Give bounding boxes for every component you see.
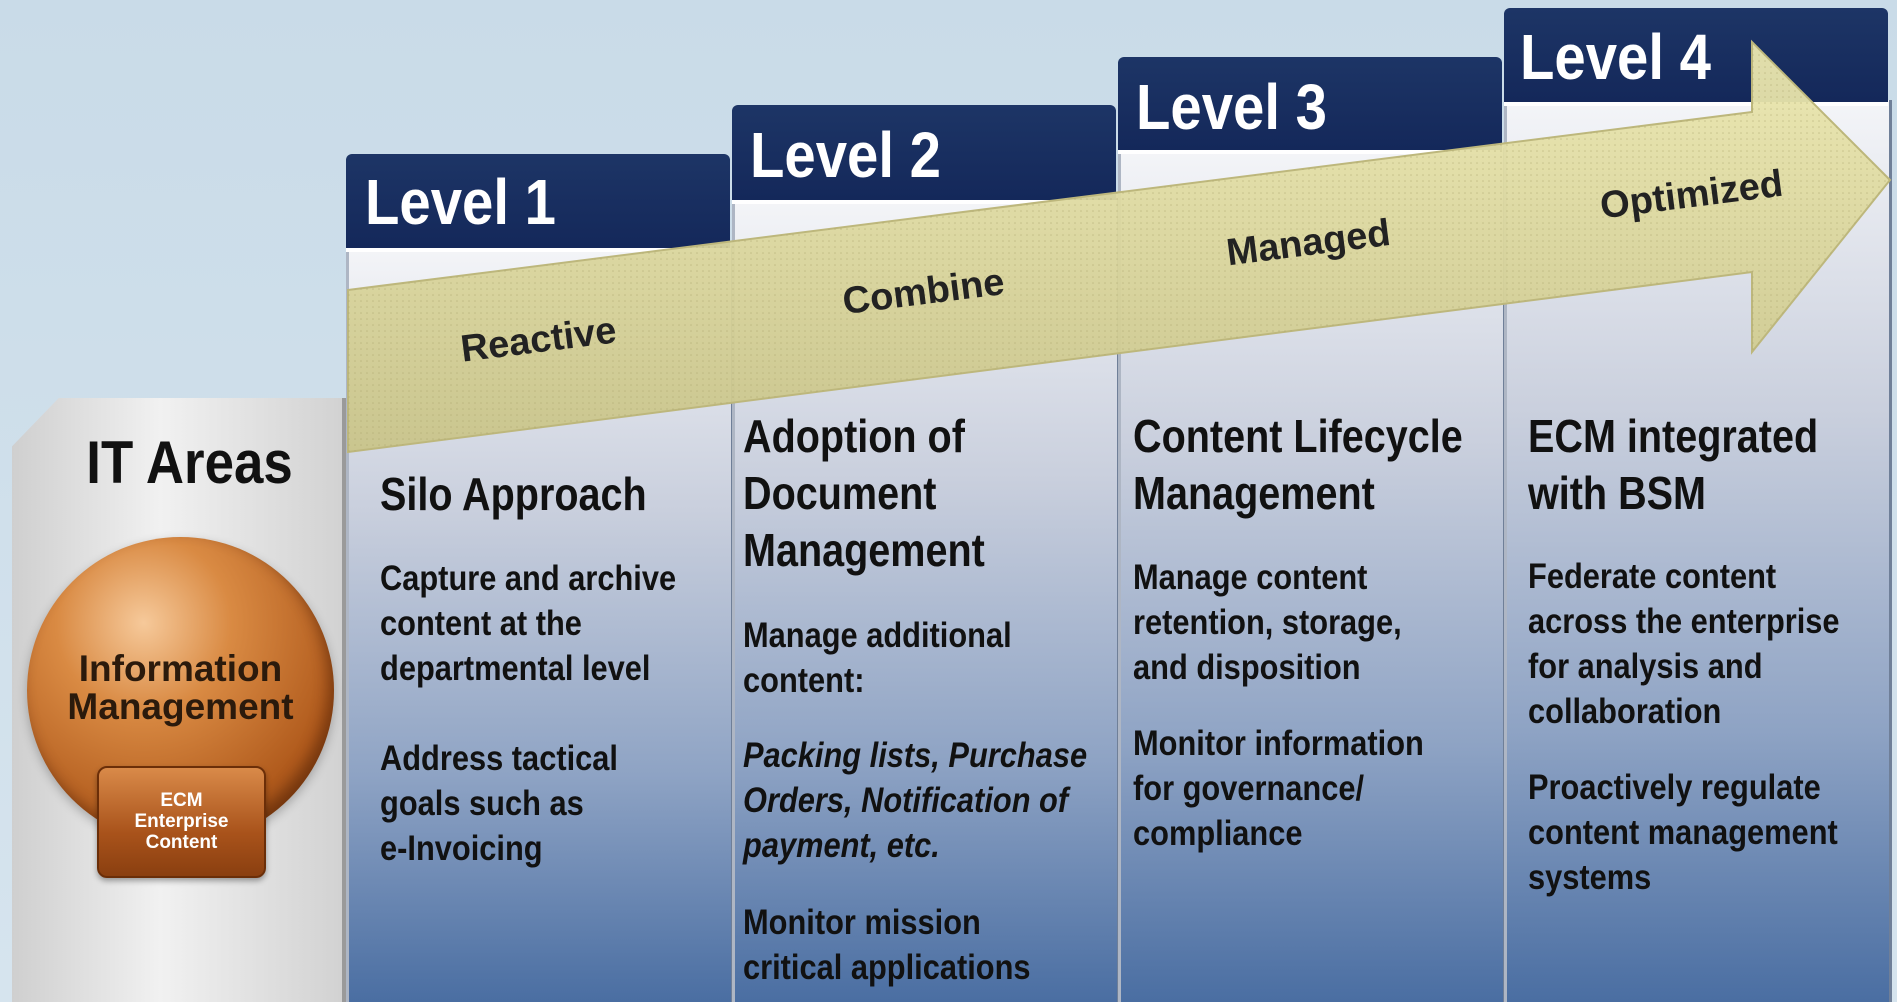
level-1-heading: Silo Approach (380, 466, 647, 523)
text-line: retention, storage, (1133, 603, 1402, 642)
text-line: Monitor mission (743, 903, 981, 942)
text-line: Orders, Notification of (743, 781, 1069, 820)
circle-label-line: Management (67, 686, 294, 727)
arrow-band-texture (348, 42, 1890, 452)
information-management-label: Information Management (27, 650, 334, 726)
it-areas-title: IT Areas (86, 429, 293, 496)
ecm-badge (97, 766, 266, 878)
circle-label-line: Information (78, 648, 283, 689)
level-4-header (1504, 8, 1888, 106)
text-line: Manage content (1133, 558, 1368, 597)
text-line: goals such as (380, 784, 584, 823)
level-2-block-1: Manage additional content: (743, 613, 1012, 703)
level-4-block-1: Federate content across the enterprise f… (1528, 554, 1840, 734)
heading-line: with BSM (1528, 467, 1707, 519)
heading-line: Content Lifecycle (1133, 410, 1463, 462)
text-line: compliance (1133, 814, 1303, 853)
level-2-label: Level 2 (750, 119, 941, 191)
text-line: for governance/ (1133, 769, 1365, 808)
ecm-badge-line: Content (145, 832, 218, 853)
ecm-badge-line: Enterprise (134, 811, 229, 832)
level-3-header (1118, 57, 1502, 154)
heading-line: Management (743, 524, 985, 576)
text-line: across the enterprise (1528, 602, 1840, 641)
text-line: Address tactical (380, 739, 618, 778)
text-line: content: (743, 661, 865, 700)
level-2-heading: Adoption of Document Management (743, 408, 985, 579)
text-line: Proactively regulate (1528, 768, 1821, 807)
text-line: e-Invoicing (380, 829, 543, 868)
level-3-block-2: Monitor information for governance/ comp… (1133, 721, 1424, 856)
level-3-label: Level 3 (1136, 71, 1327, 143)
heading-line: ECM integrated (1528, 410, 1819, 462)
level-4-block-2: Proactively regulate content management … (1528, 765, 1838, 900)
level-2-block-2: Packing lists, Purchase Orders, Notifica… (743, 733, 1087, 868)
heading-line: Document (743, 467, 937, 519)
level-2-block-3: Monitor mission critical applications (743, 900, 1031, 990)
level-1-block-2: Address tactical goals such as e-Invoici… (380, 736, 618, 871)
text-line: systems (1528, 858, 1652, 897)
level-1-block-1: Capture and archive content at the depar… (380, 556, 676, 691)
text-line: content management (1528, 813, 1838, 852)
ecm-badge-label: ECM Enterprise Content (97, 790, 266, 853)
level-4-label: Level 4 (1520, 21, 1711, 93)
text-line: for analysis and (1528, 647, 1763, 686)
ecm-badge-line: ECM (160, 790, 203, 811)
level-2-header (732, 105, 1116, 204)
level-3-block-1: Manage content retention, storage, and d… (1133, 555, 1402, 690)
level-4-heading: ECM integrated with BSM (1528, 408, 1818, 522)
text-line: Packing lists, Purchase (743, 736, 1088, 775)
heading-line: Adoption of (743, 410, 965, 462)
level-1-label: Level 1 (365, 166, 556, 238)
level-1-header (346, 154, 730, 252)
text-line: and disposition (1133, 648, 1361, 687)
text-line: departmental level (380, 649, 651, 688)
text-line: collaboration (1528, 692, 1722, 731)
heading-line: Silo Approach (380, 468, 647, 520)
text-line: Capture and archive (380, 559, 677, 598)
level-3-heading: Content Lifecycle Management (1133, 408, 1463, 522)
heading-line: Management (1133, 467, 1375, 519)
text-line: critical applications (743, 948, 1031, 987)
text-line: content at the (380, 604, 582, 643)
text-line: Manage additional (743, 616, 1012, 655)
text-line: payment, etc. (743, 826, 940, 865)
text-line: Monitor information (1133, 724, 1424, 763)
text-line: Federate content (1528, 557, 1777, 596)
